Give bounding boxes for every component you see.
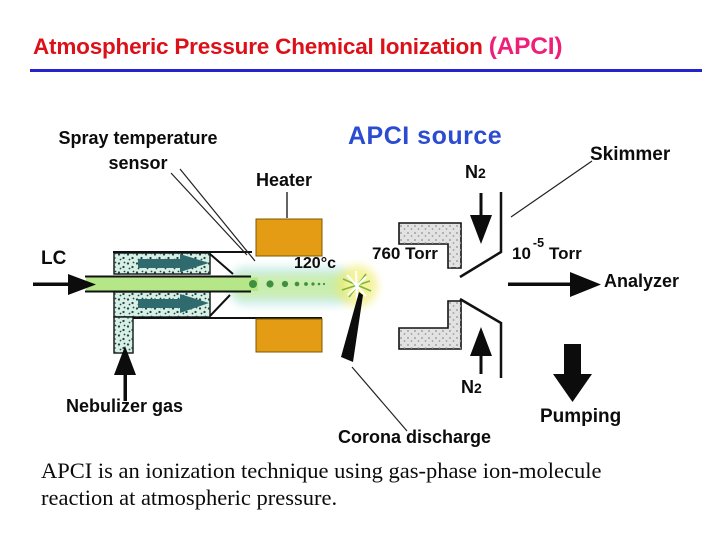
nitrogen-label-bottom: N2	[461, 377, 482, 398]
sensor-pointer-line-2	[179, 168, 256, 262]
slide-title-main: Atmospheric Pressure Chemical Ionization	[33, 34, 489, 59]
corona-discharge-label: Corona discharge	[338, 427, 492, 447]
caption-line2: reaction at atmospheric pressure.	[41, 485, 338, 510]
diagram-heading: APCI source	[348, 122, 503, 150]
pumping-label: Pumping	[540, 406, 622, 427]
heater-block-top	[255, 218, 323, 257]
nitrogen-symbol: N	[465, 162, 478, 182]
beam-core	[86, 277, 258, 291]
nitrogen-label-top: N2	[465, 162, 486, 183]
atmospheric-pressure-label: 760 Torr	[372, 244, 438, 263]
spray-sensor-label: Spray temperature sensor	[50, 126, 226, 176]
pumping-arrow	[553, 344, 592, 402]
skimmer-label: Skimmer	[590, 144, 671, 165]
analyzer-arrow	[508, 272, 601, 297]
heater-label: Heater	[256, 170, 313, 190]
corona-pointer-line	[351, 366, 408, 432]
curtain-plate-bottom-stipple	[399, 301, 461, 349]
spray-haze-green	[232, 274, 350, 298]
sensor-pointer-line-1	[170, 172, 248, 256]
vacuum-pressure-unit: Torr	[549, 244, 582, 263]
spark-rays-white	[346, 270, 367, 300]
n2-up-arrow	[470, 327, 492, 374]
nitrogen-symbol: N	[461, 377, 474, 397]
nebulizer-gas-label: Nebulizer gas	[66, 396, 184, 416]
lc-label: LC	[41, 248, 67, 269]
corona-needle	[341, 292, 363, 362]
heater-block-bottom	[255, 318, 323, 353]
spray-beam	[85, 253, 354, 317]
ion-droplet-trail	[249, 280, 326, 288]
flow-arrow-lower	[138, 294, 209, 313]
nozzle-diagonal-top	[209, 253, 234, 275]
vacuum-pressure-exponent: -5	[532, 236, 545, 250]
slide-caption: APCI is an ionization technique using ga…	[41, 457, 701, 511]
title-underline	[30, 69, 702, 72]
nitrogen-subscript: 2	[478, 165, 486, 181]
nebulizer-inlet-stipple	[114, 317, 133, 353]
vacuum-pressure-base: 10	[512, 244, 531, 263]
lc-arrow	[33, 274, 96, 295]
nitrogen-subscript: 2	[474, 380, 482, 396]
vacuum-pressure-label: 10-5Torr	[512, 236, 582, 264]
slide-title: Atmospheric Pressure Chemical Ionization…	[33, 33, 563, 61]
temperature-label: 120°c	[294, 255, 336, 272]
curtain-plate-top-stipple	[399, 223, 461, 268]
caption-line1: APCI is an ionization technique using ga…	[41, 458, 602, 483]
skimmer-pointer-line	[510, 160, 593, 218]
nebulizer-arrow	[114, 346, 136, 401]
nozzle-diagonal-bottom	[209, 294, 231, 317]
skimmer-cone-bottom	[459, 297, 503, 378]
skimmer-cone-top	[459, 192, 503, 279]
n2-down-arrow	[470, 193, 492, 244]
corona-glow	[336, 265, 378, 307]
spray-sensor-label-line1: Spray temperature	[58, 128, 218, 148]
spray-probe	[113, 251, 322, 354]
slide-title-acronym: (APCI)	[488, 33, 563, 60]
flow-arrow-upper	[138, 254, 209, 272]
analyzer-label: Analyzer	[604, 271, 680, 291]
spray-sensor-label-line2: sensor	[108, 153, 168, 173]
